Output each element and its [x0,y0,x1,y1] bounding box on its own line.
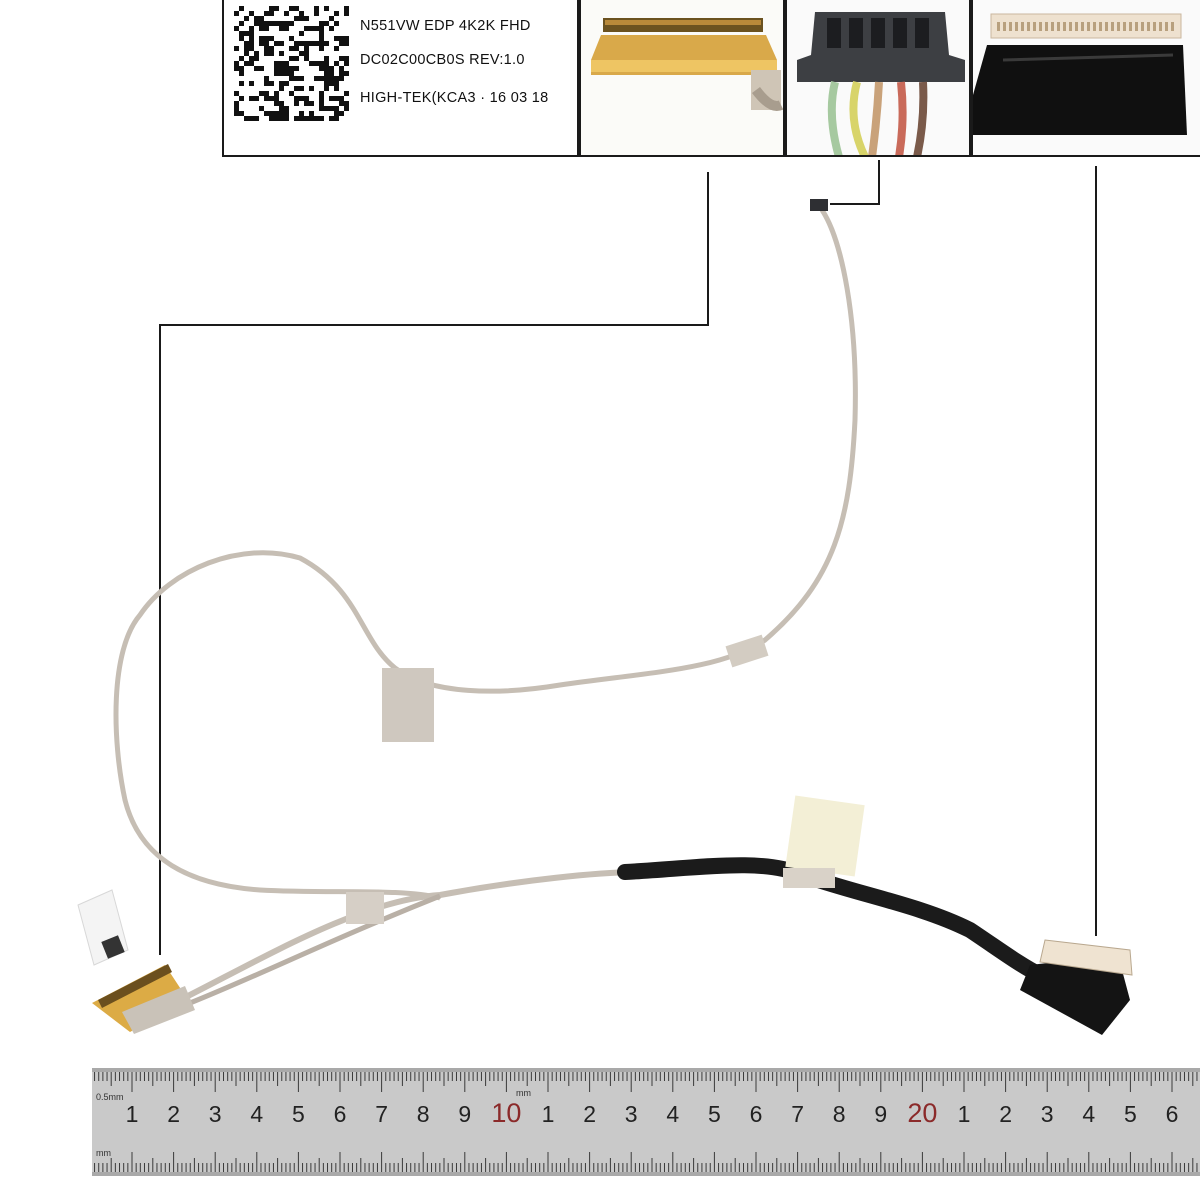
ruler-number: 4 [250,1101,264,1127]
tape-strip [725,634,769,668]
ruler-unit-bottom: mm [96,1148,111,1158]
tape-strip [382,668,434,742]
ruler-number: 1 [957,1101,971,1127]
callout-lines [159,160,1097,955]
part-label-panel: N551VW EDP 4K2K FHD DC02C00CB0S REV:1.0 … [222,0,579,157]
tape-strip [346,892,384,924]
ruler-number: 6 [749,1101,763,1127]
ruler-number: 2 [999,1101,1012,1127]
cable-scene [77,160,1133,1035]
lcd-connector [1020,939,1133,1035]
ruler-number: 5 [707,1101,721,1127]
ruler-number: 9 [874,1101,888,1127]
label-manufacturer-line: HIGH-TEK(KCA3 · 16 03 18 [360,90,549,106]
barcode-sticker [77,889,129,966]
ruler-number: 4 [666,1101,680,1127]
tape-strip [783,868,835,888]
edp-connector [92,964,195,1034]
tape-strip [785,795,865,877]
ruler-number: 6 [333,1101,347,1127]
ruler-number: 1 [541,1101,555,1127]
ruler-number: 4 [1082,1101,1096,1127]
ruler-number: 9 [458,1101,472,1127]
ruler-number: 7 [791,1101,804,1127]
ruler-number: 6 [1165,1101,1179,1127]
ruler-number: 7 [375,1101,388,1127]
ruler-unit-top: 0.5mm [96,1092,124,1102]
lcd-connector-icon [973,0,1200,155]
label-model-line: N551VW EDP 4K2K FHD [360,18,531,34]
multi-pin-connector-icon [787,0,969,155]
ruler-number: 10 [491,1098,522,1128]
measurement-ruler: 0.5mm mm mm 1 2 3 4 5 6 7 8 9 10 1 2 3 4 5 6 7 8 9 20 1 2 3 4 5 6 [92,1068,1200,1176]
qr-code-icon [234,6,349,121]
ruler-number: 5 [1123,1101,1137,1127]
power-connector [810,199,828,211]
black-cable [617,857,1048,983]
power-connector-closeup [785,0,971,157]
ruler-number: 20 [907,1098,938,1128]
ruler-number: 8 [416,1101,430,1127]
silver-cable [113,208,858,1006]
ruler-number: 3 [624,1101,638,1127]
ruler-number: 5 [291,1101,305,1127]
edp-connector-closeup [579,0,785,157]
label-part-number-line: DC02C00CB0S REV:1.0 [360,52,525,68]
ruler-number: 1 [125,1101,139,1127]
ribbon-connector-icon [581,0,783,155]
ruler-number: 3 [208,1101,222,1127]
ruler-number: 8 [832,1101,846,1127]
ruler-unit-mid: mm [516,1088,531,1098]
ruler-number: 2 [583,1101,596,1127]
lcd-connector-closeup [971,0,1200,157]
ruler-ticks [92,1068,1200,1176]
ruler-number: 2 [167,1101,180,1127]
ruler-number: 3 [1040,1101,1054,1127]
